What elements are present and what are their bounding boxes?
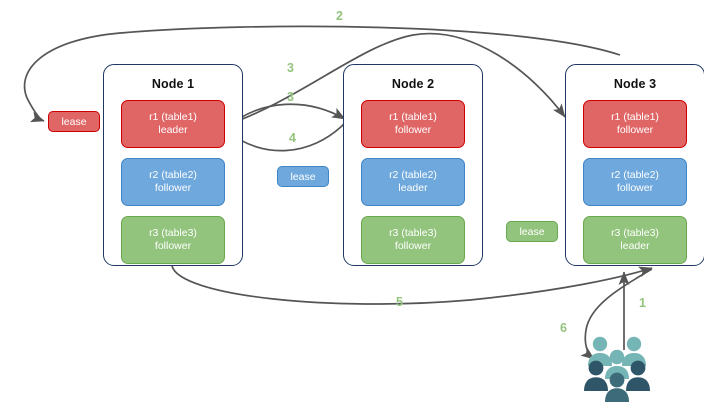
replica-r1[interactable]: r1 (table1) follower (361, 100, 465, 148)
replica-role: leader (398, 182, 428, 194)
lease-label: lease (61, 115, 87, 128)
replica-name: r1 (table1) (149, 110, 197, 123)
replica-r2[interactable]: r2 (table2) leader (361, 158, 465, 206)
replica-r1[interactable]: r1 (table1) follower (583, 100, 687, 148)
node-title: Node 1 (151, 77, 195, 91)
replica-role: leader (620, 240, 650, 252)
step-label-2: 2 (336, 9, 343, 23)
lease-chip-table3[interactable]: lease (506, 221, 558, 242)
replica-name: r2 (table2) (149, 168, 197, 181)
replica-r1[interactable]: r1 (table1) leader (121, 100, 225, 148)
replica-r3[interactable]: r3 (table3) follower (361, 216, 465, 264)
replica-name: r3 (table3) (389, 226, 437, 239)
node-title: Node 3 (613, 77, 657, 91)
edge-step-5 (171, 265, 653, 305)
replica-name: r3 (table3) (149, 226, 197, 239)
step-label-4: 4 (289, 131, 296, 145)
node-card-2[interactable]: Node 2 r1 (table1) follower r2 (table2) … (343, 64, 483, 266)
node-card-3[interactable]: Node 3 r1 (table1) follower r2 (table2) … (565, 64, 704, 266)
lease-label: lease (290, 170, 316, 183)
replica-r2[interactable]: r2 (table2) follower (121, 158, 225, 206)
replica-role: follower (394, 240, 432, 252)
replica-name: r1 (table1) (389, 110, 437, 123)
replica-r3[interactable]: r3 (table3) leader (583, 216, 687, 264)
replica-role: follower (616, 124, 654, 136)
edge-step-2 (23, 25, 621, 123)
step-label-3-lower: 3 (287, 90, 294, 104)
replica-r2[interactable]: r2 (table2) follower (583, 158, 687, 206)
replica-name: r2 (table2) (389, 168, 437, 181)
step-label-5: 5 (396, 295, 403, 309)
step-label-6: 6 (560, 321, 567, 335)
edge-step-3-to-node3 (223, 32, 566, 127)
replica-r3[interactable]: r3 (table3) follower (121, 216, 225, 264)
node-card-1[interactable]: Node 1 r1 (table1) leader r2 (table2) fo… (103, 64, 243, 266)
replica-name: r1 (table1) (611, 110, 659, 123)
replica-name: r3 (table3) (611, 226, 659, 239)
edge-step-6 (580, 268, 653, 360)
lease-label: lease (519, 225, 545, 238)
step-label-3-upper: 3 (287, 61, 294, 75)
replica-name: r2 (table2) (611, 168, 659, 181)
replica-role: follower (154, 240, 192, 252)
replica-role: follower (394, 124, 432, 136)
replica-role: follower (154, 182, 192, 194)
replica-role: follower (616, 182, 654, 194)
lease-chip-table1[interactable]: lease (48, 111, 100, 132)
node-title: Node 2 (391, 77, 435, 91)
step-label-1: 1 (639, 296, 646, 310)
lease-chip-table2[interactable]: lease (277, 166, 329, 187)
replica-role: leader (158, 124, 188, 136)
